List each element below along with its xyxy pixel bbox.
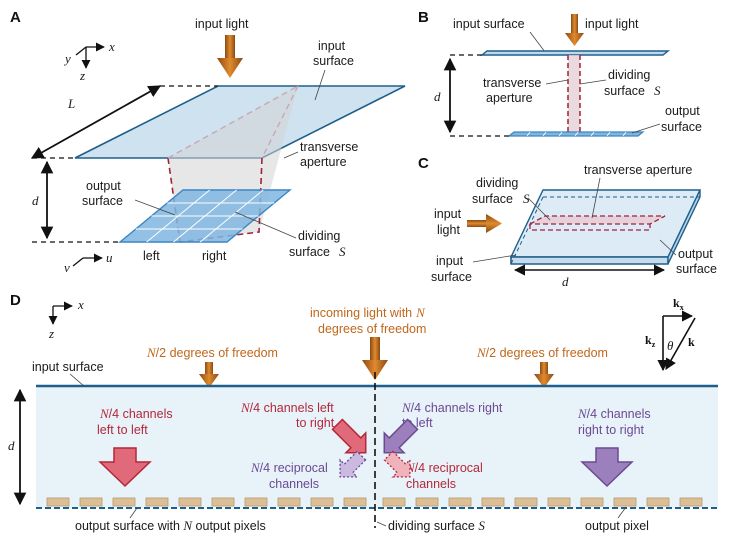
output-surface-label-2: surface bbox=[82, 194, 123, 208]
c-input-surface-label-2: surface bbox=[431, 270, 472, 284]
c-slab bbox=[509, 189, 702, 265]
k-vector-triangle bbox=[657, 310, 696, 372]
c-dividing-surface bbox=[529, 215, 666, 225]
dividing-symbol: S bbox=[339, 244, 346, 259]
output-surface-grid-a bbox=[118, 189, 292, 243]
panel-d-axes bbox=[48, 301, 73, 325]
d-depth-label: d bbox=[8, 438, 15, 453]
c-input-surface-label-1: input bbox=[436, 254, 464, 268]
b-input-plate bbox=[480, 50, 670, 56]
recip-l-label-1: N/4 reciprocal bbox=[250, 460, 328, 475]
input-surface-label-1: input bbox=[318, 39, 346, 53]
dividing-surface-d-label: dividing surface S bbox=[388, 518, 485, 533]
b-dividing-label-1: dividing bbox=[608, 68, 650, 82]
b-output-label-1: output bbox=[665, 104, 700, 118]
half-left-label: N/2 degrees of freedom bbox=[146, 345, 278, 360]
rr-label-2: right to right bbox=[578, 423, 645, 437]
recip-r-label-2: channels bbox=[406, 477, 456, 491]
length-l-arrow bbox=[30, 85, 162, 159]
lr-label-1: N/4 channels left bbox=[240, 400, 334, 415]
rr-label-1: N/4 channels bbox=[577, 406, 651, 421]
d-slab bbox=[36, 386, 718, 508]
panel-d-label: D bbox=[10, 292, 21, 309]
panel-c: C dividing surface S transverse aperture… bbox=[418, 155, 717, 289]
input-surface-label-2: surface bbox=[313, 54, 354, 68]
left-label: left bbox=[143, 249, 160, 263]
dividing-label-1: dividing bbox=[298, 229, 340, 243]
c-dividing-symbol: S bbox=[523, 191, 530, 206]
k-label: k bbox=[688, 335, 695, 349]
dividing-label-2: surface bbox=[289, 245, 330, 259]
c-dividing-label-1: dividing bbox=[476, 176, 518, 190]
b-input-surface-label: input surface bbox=[453, 17, 525, 31]
c-input-light-label-2: light bbox=[437, 223, 460, 237]
recip-l-label-2: channels bbox=[269, 477, 319, 491]
transverse-label-1: transverse bbox=[300, 140, 358, 154]
input-light-label: input light bbox=[195, 17, 249, 31]
panel-b: B input surface input light bbox=[418, 9, 702, 137]
half-right-label: N/2 degrees of freedom bbox=[476, 345, 608, 360]
recip-r-label-1: N/4 reciprocal bbox=[405, 460, 483, 475]
b-output-label-2: surface bbox=[661, 120, 702, 134]
b-transverse-label-2: aperture bbox=[486, 91, 533, 105]
panel-a-axes bbox=[75, 42, 105, 69]
output-surface-label-1: output bbox=[86, 179, 121, 193]
c-depth-d-label: d bbox=[562, 274, 569, 289]
output-surface-d-label: output surface with N output pixels bbox=[75, 518, 266, 533]
d-axis-x-label: x bbox=[77, 297, 84, 312]
recip-l-arrow bbox=[339, 450, 367, 478]
axis-z-label: z bbox=[79, 68, 85, 83]
ll-label-2: left to left bbox=[97, 423, 148, 437]
panel-a-uv-axes bbox=[72, 253, 103, 267]
lr-label-2: to right bbox=[296, 416, 335, 430]
d-axis-z-label: z bbox=[48, 326, 54, 341]
rr-channel-arrow bbox=[580, 447, 634, 488]
b-input-light-label: input light bbox=[585, 17, 639, 31]
axis-v-label: v bbox=[64, 260, 70, 275]
b-dividing-symbol: S bbox=[654, 83, 661, 98]
ll-label-1: N/4 channels bbox=[99, 406, 173, 421]
output-pixel-label: output pixel bbox=[585, 519, 649, 533]
output-pixels bbox=[46, 497, 703, 507]
axis-x-label: x bbox=[108, 39, 115, 54]
kx-label: kx bbox=[673, 296, 684, 312]
b-input-light-arrow bbox=[565, 14, 584, 46]
length-l-label: L bbox=[67, 96, 75, 111]
input-light-arrow bbox=[217, 35, 243, 78]
c-output-label-1: output bbox=[678, 247, 713, 261]
transverse-label-2: aperture bbox=[300, 155, 347, 169]
rl-label-1: N/4 channels right bbox=[401, 400, 503, 415]
kz-label: kz bbox=[645, 333, 656, 349]
c-transverse-label: transverse aperture bbox=[584, 163, 692, 177]
d-input-surface-label: input surface bbox=[32, 360, 104, 374]
axis-u-label: u bbox=[106, 250, 113, 265]
half-right-arrow bbox=[534, 362, 554, 388]
b-dividing-label-2: surface bbox=[604, 84, 645, 98]
c-output-label-2: surface bbox=[676, 262, 717, 276]
b-output-plate bbox=[507, 131, 645, 137]
b-depth-d-label: d bbox=[434, 89, 441, 104]
ll-channel-arrow bbox=[98, 447, 152, 488]
theta-label: θ bbox=[667, 338, 674, 353]
half-left-arrow bbox=[199, 362, 219, 388]
incoming-light-label-2: degrees of freedom bbox=[318, 322, 426, 336]
c-dividing-label-2: surface bbox=[472, 192, 513, 206]
axis-y-label: y bbox=[63, 51, 71, 66]
c-input-light-label-1: input bbox=[434, 207, 462, 221]
panel-a-label: A bbox=[10, 9, 21, 26]
c-input-light-arrow bbox=[467, 214, 502, 233]
rl-channel-arrow bbox=[383, 418, 419, 454]
b-transverse-label-1: transverse bbox=[483, 76, 541, 90]
incoming-light-arrow bbox=[362, 337, 388, 380]
right-label: right bbox=[202, 249, 227, 263]
depth-d-label: d bbox=[32, 193, 39, 208]
panel-a: A x y z input light input surface bbox=[10, 9, 406, 275]
recip-r-arrow bbox=[383, 450, 411, 478]
panel-b-label: B bbox=[418, 9, 429, 26]
panel-c-label: C bbox=[418, 155, 429, 172]
